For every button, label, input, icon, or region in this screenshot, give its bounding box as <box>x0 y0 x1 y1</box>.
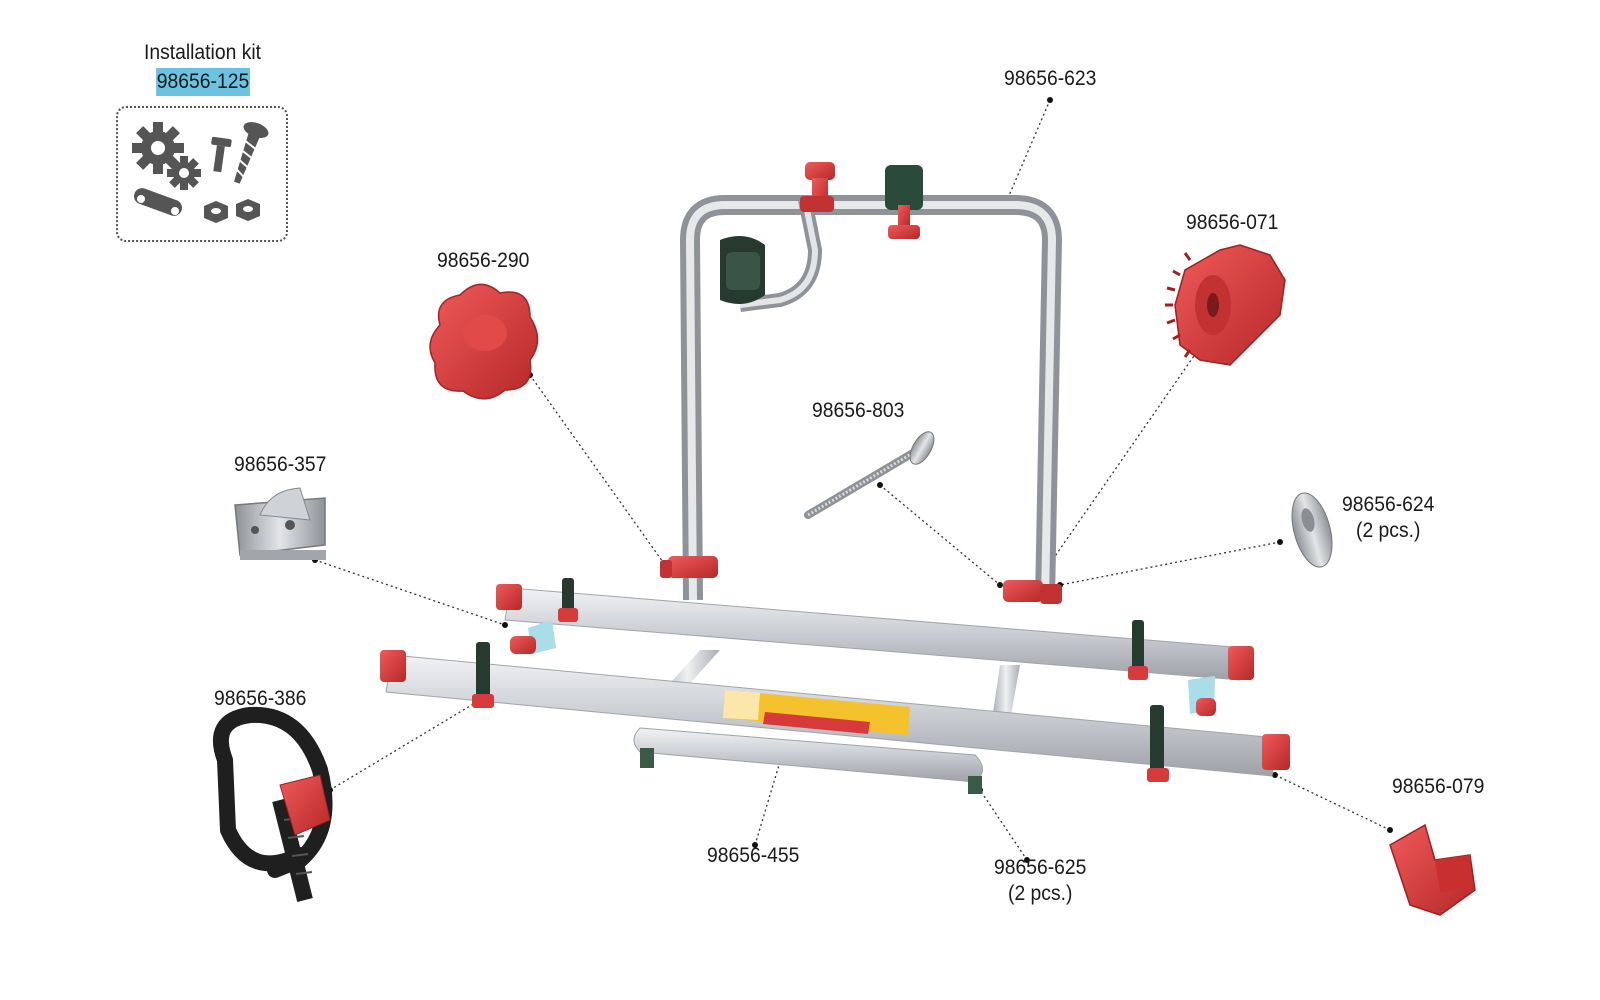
leader-lines <box>314 99 1391 861</box>
part-qty: (2 pcs.) <box>1008 882 1073 905</box>
part-label-624: 98656-624 (2 pcs.) <box>1342 492 1434 544</box>
leader-803 <box>879 484 1001 586</box>
part-label-357: 98656-357 <box>234 453 327 476</box>
leader-625 <box>979 789 1028 861</box>
rail-strap <box>476 578 1164 777</box>
leader-357 <box>314 559 506 626</box>
hoop-clamp-right <box>1003 580 1062 604</box>
part-label-625: 98656-625 (2 pcs.) <box>994 855 1086 907</box>
screw-icon <box>234 122 269 184</box>
part-code: 98656-625 <box>994 856 1087 879</box>
bolt-part <box>804 431 935 519</box>
nut-icon <box>204 201 228 223</box>
hoop-clamp-left <box>660 556 718 578</box>
leader-386 <box>329 699 481 791</box>
star-knob-part <box>429 283 539 400</box>
top-clamp <box>885 165 923 239</box>
strap-part <box>213 706 333 902</box>
leader-623 <box>1004 99 1051 206</box>
base-frame <box>380 578 1290 794</box>
carrier-frame <box>660 162 1062 604</box>
part-label-290: 98656-290 <box>437 249 530 272</box>
chain-link-icon <box>134 188 182 216</box>
nut-icon <box>236 199 260 221</box>
screw-icon <box>211 136 232 173</box>
kit-icons <box>132 122 269 223</box>
gear-icon <box>167 156 201 190</box>
gear-icon <box>132 122 184 174</box>
washer-part <box>1291 492 1333 568</box>
toothed-knob-part <box>1165 244 1286 366</box>
part-qty: (2 pcs.) <box>1356 519 1421 542</box>
top-clamp <box>800 162 835 212</box>
wheel-holder <box>720 236 765 304</box>
leader-290 <box>529 374 666 566</box>
installation-kit-code: 98656-125 <box>156 68 250 96</box>
part-label-623: 98656-623 <box>1004 67 1097 90</box>
part-label-455: 98656-455 <box>707 844 800 867</box>
end-cap-part <box>1389 823 1476 916</box>
leader-071 <box>1034 339 1206 586</box>
leader-079 <box>1274 774 1391 831</box>
part-label-071: 98656-071 <box>1186 211 1279 234</box>
frame-bracket <box>510 620 1216 716</box>
leader-624 <box>1059 541 1281 586</box>
installation-kit-title: Installation kit <box>143 41 262 64</box>
installation-kit-box <box>116 106 288 242</box>
warning-sticker <box>723 690 910 735</box>
part-label-386: 98656-386 <box>214 687 307 710</box>
leader-455 <box>754 754 783 846</box>
part-label-803: 98656-803 <box>812 399 905 422</box>
mounting-plate-part <box>234 487 326 560</box>
part-label-079: 98656-079 <box>1392 775 1485 798</box>
part-code: 98656-624 <box>1342 493 1435 516</box>
